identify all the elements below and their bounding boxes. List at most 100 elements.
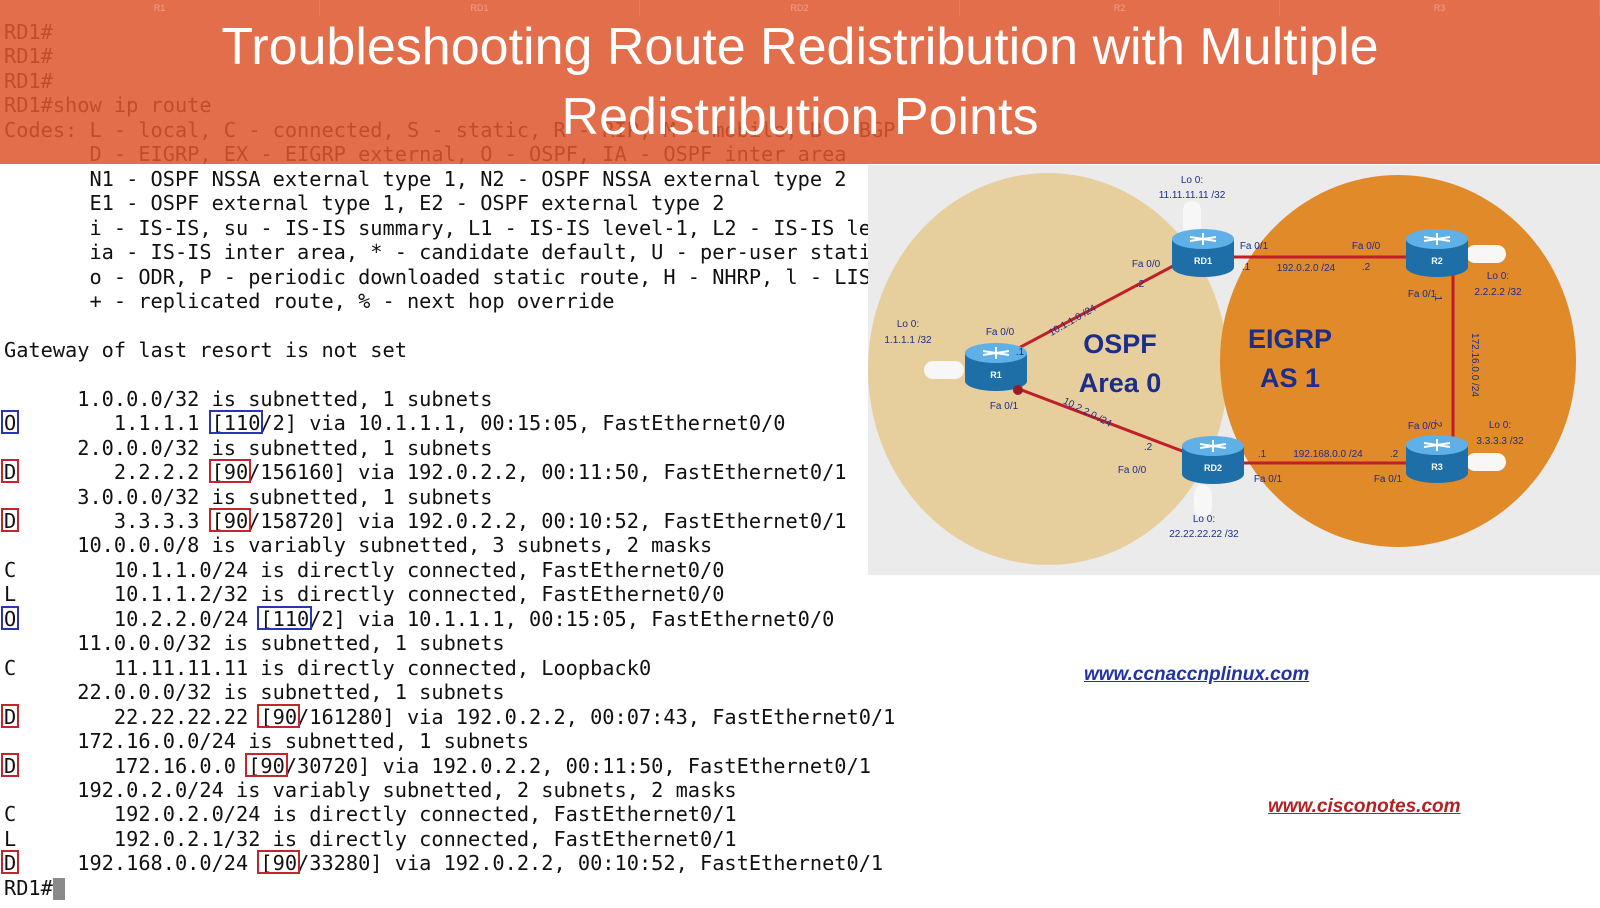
terminal-line: D 22.22.22.22 [90/161280] via 192.0.2.2,… <box>1 703 895 729</box>
r3-loopback-stub <box>1466 453 1506 471</box>
route-code-highlight <box>1 605 20 630</box>
admin-distance-highlight <box>208 459 252 484</box>
rd2-r3-subnet: 192.168.0.0 /24 <box>1293 449 1363 460</box>
route-code-highlight <box>1 459 20 484</box>
route-code-highlight <box>1 703 20 728</box>
terminal-line: D 2.2.2.2 [90/156160] via 192.0.2.2, 00:… <box>1 459 847 484</box>
terminal-line: O 10.2.2.0/24 [110/2] via 10.1.1.1, 00:1… <box>1 605 834 631</box>
terminal-line: + - replicated route, % - next hop overr… <box>4 288 615 313</box>
terminal-line: D 192.168.0.0/24 [90/33280] via 192.0.2.… <box>1 850 883 875</box>
rd1-fa01-label: Fa 0/1 <box>1240 241 1269 252</box>
terminal-line: 11.0.0.0/32 is subnetted, 1 subnets <box>4 631 505 656</box>
terminal-line: D 172.16.0.0 [90/30720] via 192.0.2.2, 0… <box>1 752 871 778</box>
router-r1[interactable]: R1 <box>965 343 1027 391</box>
router-r2[interactable]: R2 <box>1406 229 1468 277</box>
terminal-line: o - ODR, P - periodic downloaded static … <box>4 264 884 289</box>
title-banner: R1 RD1 RD2 R2 R3 Troubleshooting Route R… <box>0 0 1600 164</box>
r2-loopback-title: Lo 0: <box>1487 271 1509 282</box>
ccnaccnplinux-link[interactable]: www.ccnaccnplinux.com <box>1084 664 1310 685</box>
router-rd2[interactable]: RD2 <box>1182 436 1244 484</box>
tab-rd2[interactable]: RD2 <box>640 0 960 16</box>
terminal-line: 22.0.0.0/32 is subnetted, 1 subnets <box>4 680 505 705</box>
terminal-line: O 1.1.1.1 [110/2] via 10.1.1.1, 00:15:05… <box>1 410 785 435</box>
r2-fa00-label: Fa 0/0 <box>1352 241 1381 252</box>
terminal-line: 172.16.0.0/24 is subnetted, 1 subnets <box>4 729 530 754</box>
r3-fa00-ip: .2 <box>1432 419 1443 428</box>
terminal-line: C 11.11.11.11 is directly connected, Loo… <box>4 655 652 680</box>
page-title: Troubleshooting Route Redistribution wit… <box>80 12 1520 152</box>
terminal-line: N1 - OSPF NSSA external type 1, N2 - OSP… <box>4 166 847 191</box>
eigrp-zone <box>1220 175 1576 547</box>
terminal-line: Gateway of last resort is not set <box>4 337 407 362</box>
r1-fa00-label: Fa 0/0 <box>986 327 1015 338</box>
rd1-fa01-ip: .1 <box>1242 262 1251 273</box>
terminal-cursor[interactable] <box>52 877 65 900</box>
network-topology-diagram: R1 RD1 R2 RD2 R3 OSPF Area 0 EIGRP AS 1 <box>868 165 1600 575</box>
admin-distance-highlight <box>245 752 288 777</box>
route-code-highlight <box>1 752 20 777</box>
r2-loopback-addr: 2.2.2.2 /32 <box>1474 287 1522 298</box>
eigrp-as-label: AS 1 <box>1260 363 1320 393</box>
rd1-loopback-title: Lo 0: <box>1181 175 1203 186</box>
r1-loopback-addr: 1.1.1.1 /32 <box>884 335 932 346</box>
r2-label: R2 <box>1431 256 1443 266</box>
admin-distance-highlight <box>257 850 301 875</box>
admin-distance-highlight <box>208 410 264 435</box>
r1-label: R1 <box>990 370 1002 380</box>
rd1-r2-subnet: 192.0.2.0 /24 <box>1277 263 1336 274</box>
terminal-line: 1.0.0.0/32 is subnetted, 1 subnets <box>4 386 493 411</box>
rd2-fa01-label: Fa 0/1 <box>1254 474 1283 485</box>
terminal-line: D 3.3.3.3 [90/158720] via 192.0.2.2, 00:… <box>1 508 847 533</box>
eigrp-zone-label: EIGRP <box>1248 324 1332 354</box>
r2-fa01-ip: .1 <box>1432 293 1443 302</box>
terminal-prompt: RD1# <box>4 876 65 900</box>
terminal-line: 3.0.0.0/32 is subnetted, 1 subnets <box>4 484 493 509</box>
rd1-loopback-addr: 11.11.11.11 /32 <box>1159 190 1226 201</box>
rd1-loopback-stub <box>1183 201 1201 237</box>
route-code-highlight <box>1 850 20 875</box>
rd2-loopback-stub <box>1194 485 1212 517</box>
ospf-zone-label: OSPF <box>1083 329 1157 359</box>
rd2-fa00-ip: .2 <box>1144 442 1153 453</box>
title-line-1: Troubleshooting Route Redistribution wit… <box>221 18 1379 76</box>
rd2-label: RD2 <box>1204 463 1222 473</box>
router-r3[interactable]: R3 <box>1406 435 1468 483</box>
redistribution-marker <box>1013 385 1023 395</box>
admin-distance-highlight <box>208 508 252 532</box>
r1-loopback-stub <box>924 361 964 379</box>
tab-r2[interactable]: R2 <box>960 0 1280 16</box>
r2-r3-subnet: 172.16.0.0 /24 <box>1469 333 1480 397</box>
r2-fa01-label: Fa 0/1 <box>1408 289 1437 300</box>
tab-r1[interactable]: R1 <box>0 0 320 16</box>
rd2-loopback-title: Lo 0: <box>1193 514 1215 525</box>
rd1-fa00-label: Fa 0/0 <box>1132 259 1161 270</box>
route-code-highlight <box>1 508 20 532</box>
rd1-fa00-ip: .2 <box>1136 279 1145 290</box>
rd2-loopback-addr: 22.22.22.22 /32 <box>1169 529 1239 540</box>
rd1-label: RD1 <box>1194 256 1212 266</box>
ospf-area-label: Area 0 <box>1079 368 1162 398</box>
terminal-line: C 10.1.1.0/24 is directly connected, Fas… <box>4 557 725 582</box>
terminal-line: 10.0.0.0/8 is variably subnetted, 3 subn… <box>4 533 713 558</box>
title-line-2: Redistribution Points <box>561 88 1039 146</box>
r1-loopback-title: Lo 0: <box>897 319 919 330</box>
terminal-line: E1 - OSPF external type 1, E2 - OSPF ext… <box>4 191 725 216</box>
terminal-line: i - IS-IS, su - IS-IS summary, L1 - IS-I… <box>4 215 932 240</box>
ospf-zone <box>868 173 1228 565</box>
r2-loopback-stub <box>1466 245 1506 263</box>
tab-rd1[interactable]: RD1 <box>320 0 640 16</box>
cisconotes-link[interactable]: www.cisconotes.com <box>1268 796 1461 817</box>
router-rd1[interactable]: RD1 <box>1172 229 1234 277</box>
link-r1-rd2 <box>997 379 1199 459</box>
admin-distance-highlight <box>257 703 301 728</box>
r3-fa00-label: Fa 0/0 <box>1408 421 1437 432</box>
r2-fa00-ip: .2 <box>1362 262 1371 273</box>
r3-loopback-title: Lo 0: <box>1489 420 1511 431</box>
route-code-highlight <box>1 410 20 435</box>
r3-fa01-label: Fa 0/1 <box>1374 474 1403 485</box>
admin-distance-highlight <box>257 605 313 630</box>
terminal-line: 192.0.2.0/24 is variably subnetted, 2 su… <box>4 777 737 802</box>
r3-loopback-addr: 3.3.3.3 /32 <box>1476 436 1524 447</box>
terminal-line: ia - IS-IS inter area, * - candidate def… <box>4 240 957 265</box>
